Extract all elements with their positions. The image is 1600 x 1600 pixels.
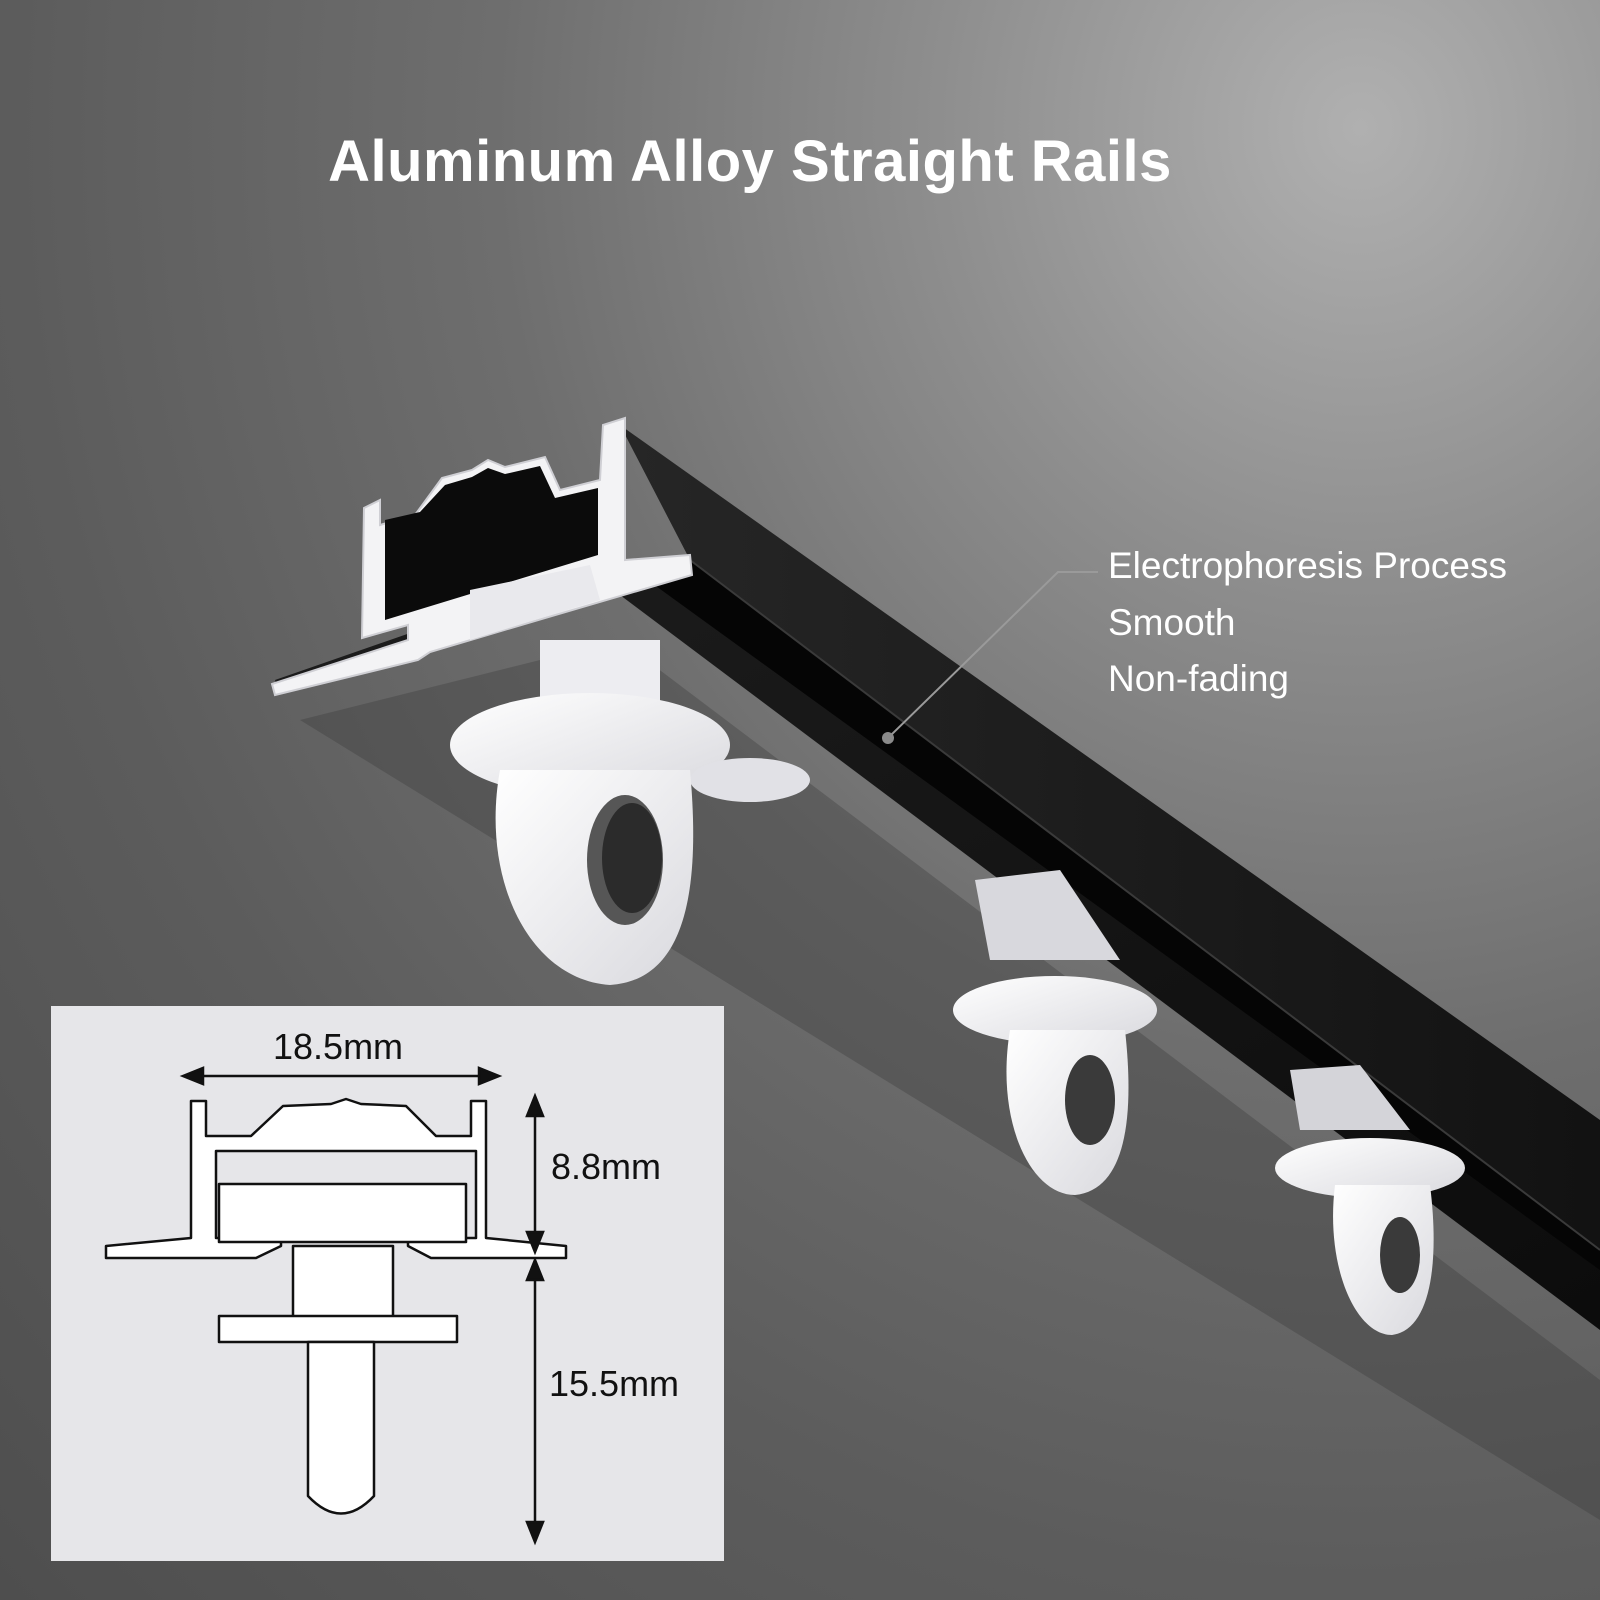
feature-non-fading: Non-fading (1108, 658, 1290, 699)
width-label: 18.5mm (273, 1026, 404, 1067)
stem-height-arrow (525, 1256, 545, 1546)
glider-hook-2 (953, 870, 1157, 1195)
glider-hook-3 (1275, 1065, 1465, 1335)
dimension-diagram: 18.5mm 8.8mm 15.5mm (51, 1006, 724, 1561)
head-height-arrow (525, 1092, 545, 1256)
callout-leader (882, 571, 1098, 744)
width-dimension-arrow (179, 1066, 503, 1086)
head-height-label: 8.8mm (551, 1146, 662, 1187)
feature-smooth: Smooth (1108, 602, 1236, 643)
feature-electrophoresis: Electrophoresis Process (1108, 545, 1507, 586)
page-title: Aluminum Alloy Straight Rails (328, 129, 1172, 194)
glider-hook-1 (450, 565, 810, 985)
stem-height-label: 15.5mm (549, 1363, 680, 1404)
cross-section-drawing (104, 1066, 568, 1546)
rail-profile-end (270, 416, 694, 697)
